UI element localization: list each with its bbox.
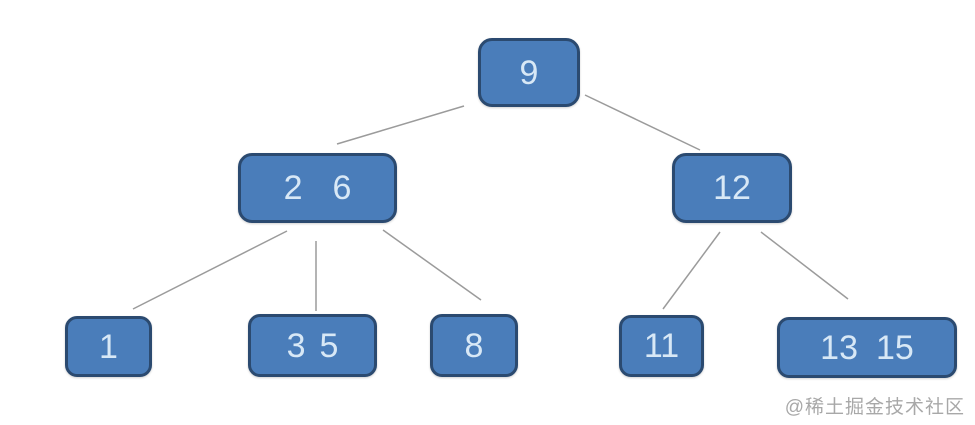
- tree-node-leaf-2: 3 5: [248, 314, 377, 377]
- edge-root-branch-right: [584, 94, 701, 151]
- edge-branch-right-leaf-5: [760, 231, 849, 300]
- node-key: 15: [876, 328, 914, 367]
- tree-node-leaf-5: 13 15: [777, 317, 957, 378]
- tree-node-leaf-4: 11: [619, 315, 704, 377]
- edge-branch-left-leaf-3: [382, 229, 482, 301]
- node-key: 12: [713, 169, 751, 207]
- tree-node-leaf-1: 1: [65, 316, 152, 377]
- node-key: 11: [643, 327, 680, 365]
- node-key: 6: [332, 169, 352, 207]
- node-key: 13: [820, 328, 858, 367]
- watermark: @稀土掘金技术社区: [784, 397, 965, 418]
- edge-branch-right-leaf-4: [662, 231, 721, 310]
- edge-root-branch-left: [336, 105, 465, 145]
- tree-node-branch-left: 2 6: [238, 153, 397, 223]
- node-key: 5: [319, 326, 339, 365]
- node-key: 9: [519, 53, 539, 92]
- tree-node-leaf-3: 8: [430, 314, 518, 377]
- edge-branch-left-leaf-1: [132, 230, 288, 310]
- node-key: 8: [464, 326, 484, 365]
- node-key: 2: [283, 169, 303, 207]
- node-key: 1: [99, 327, 118, 366]
- tree-node-branch-right: 12: [672, 153, 792, 223]
- node-key: 3: [286, 326, 306, 365]
- tree-node-root: 9: [478, 38, 580, 107]
